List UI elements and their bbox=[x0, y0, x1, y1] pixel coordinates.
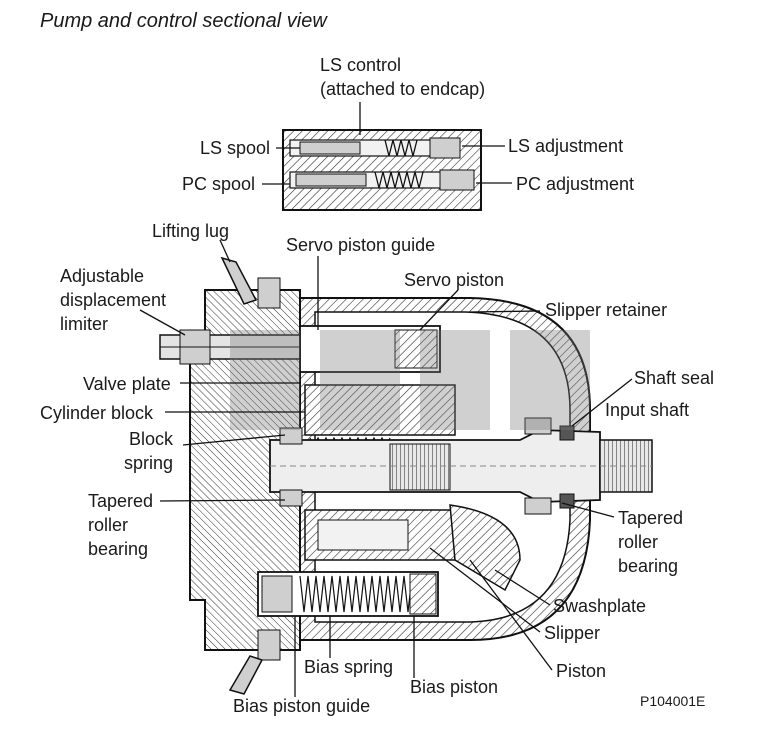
label-ls-spool: LS spool bbox=[200, 138, 271, 158]
label-bias-piston: Bias piston bbox=[410, 677, 499, 697]
label-swashplate: Swashplate bbox=[553, 596, 647, 616]
label-servo-piston-guide: Servo piston guide bbox=[286, 235, 436, 255]
label-ls-control: LS control (attached to endcap) bbox=[320, 55, 486, 99]
ls-control-block bbox=[282, 129, 482, 211]
label-pc-adjustment: PC adjustment bbox=[516, 174, 635, 194]
bias-piston-assembly bbox=[257, 571, 439, 617]
figure-title: Pump and control sectional view bbox=[40, 10, 327, 32]
tapered-roller-bearings bbox=[279, 417, 575, 515]
label-slipper: Slipper bbox=[544, 623, 601, 643]
label-pc-spool: PC spool bbox=[182, 174, 256, 194]
label-block-spring: Block spring bbox=[124, 429, 174, 473]
displacement-limiter bbox=[159, 329, 321, 365]
servo-piston bbox=[299, 325, 441, 373]
cylinder-block bbox=[304, 384, 456, 561]
label-slipper-retainer: Slipper retainer bbox=[545, 300, 668, 320]
watermark bbox=[230, 330, 590, 430]
label-tapered-roller-bearing-right: Tapered roller bearing bbox=[618, 508, 684, 576]
label-tapered-roller-bearing-left: Tapered roller bearing bbox=[88, 491, 154, 559]
label-lifting-lug: Lifting lug bbox=[152, 221, 230, 241]
label-input-shaft: Input shaft bbox=[605, 400, 690, 420]
label-ls-adjustment: LS adjustment bbox=[508, 136, 624, 156]
pc-adjustment-screw bbox=[439, 169, 475, 191]
input-shaft bbox=[269, 429, 653, 503]
figure-code: P104001E bbox=[640, 693, 706, 709]
ls-adjustment-screw bbox=[429, 137, 461, 159]
label-servo-piston: Servo piston bbox=[404, 270, 505, 290]
label-adjustable-displacement-limiter: Adjustable displacement limiter bbox=[60, 266, 167, 334]
label-bias-piston-guide: Bias piston guide bbox=[233, 696, 371, 716]
label-valve-plate: Valve plate bbox=[83, 374, 171, 394]
label-cylinder-block: Cylinder block bbox=[40, 403, 154, 423]
label-shaft-seal: Shaft seal bbox=[634, 368, 715, 388]
label-bias-spring: Bias spring bbox=[304, 657, 394, 677]
swashplate bbox=[449, 504, 521, 592]
label-piston: Piston bbox=[556, 661, 607, 681]
leader-lines bbox=[139, 102, 633, 697]
